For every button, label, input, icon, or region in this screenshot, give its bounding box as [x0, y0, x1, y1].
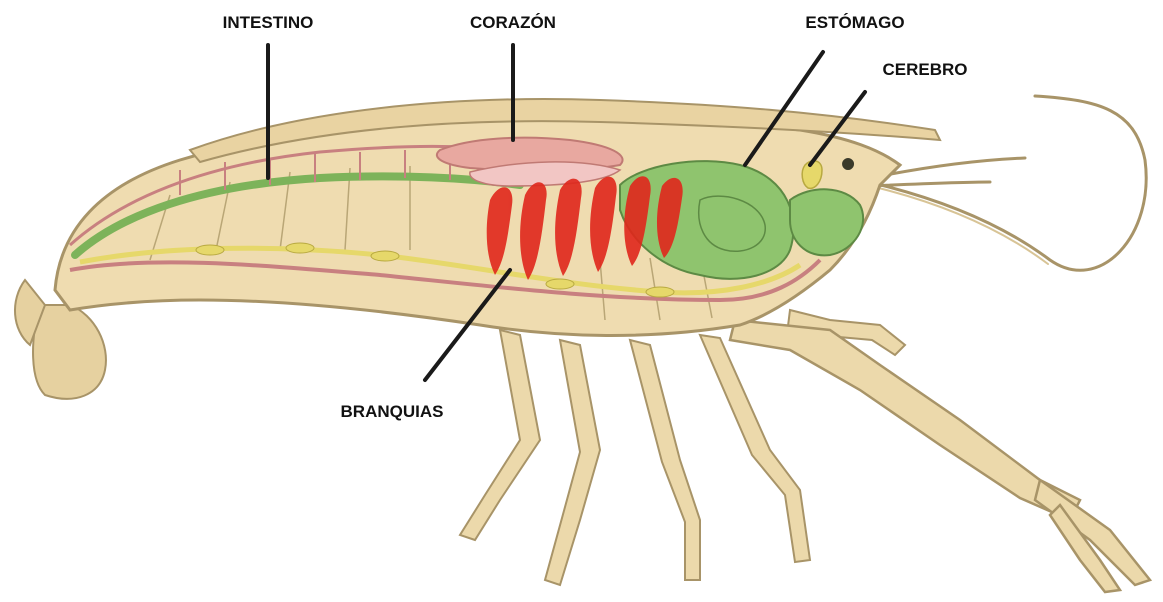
label-branquias: BRANQUIAS: [341, 402, 444, 421]
label-cerebro: CEREBRO: [882, 60, 967, 79]
ganglion: [286, 243, 314, 253]
leg-2: [545, 340, 600, 585]
long-antenna-inner: [862, 184, 1048, 264]
antennae: [860, 96, 1146, 270]
antennule-lower: [870, 182, 990, 186]
label-intestino: INTESTINO: [223, 13, 314, 32]
telson: [33, 305, 106, 399]
eye: [842, 158, 854, 170]
ganglion: [546, 279, 574, 289]
ganglion: [371, 251, 399, 261]
ganglion: [196, 245, 224, 255]
ganglion: [646, 287, 674, 297]
leg-1: [460, 330, 540, 540]
leg-3: [630, 340, 700, 580]
leg-4: [700, 335, 810, 562]
label-estomago: ESTÓMAGO: [805, 13, 904, 32]
label-corazon: CORAZÓN: [470, 13, 556, 32]
